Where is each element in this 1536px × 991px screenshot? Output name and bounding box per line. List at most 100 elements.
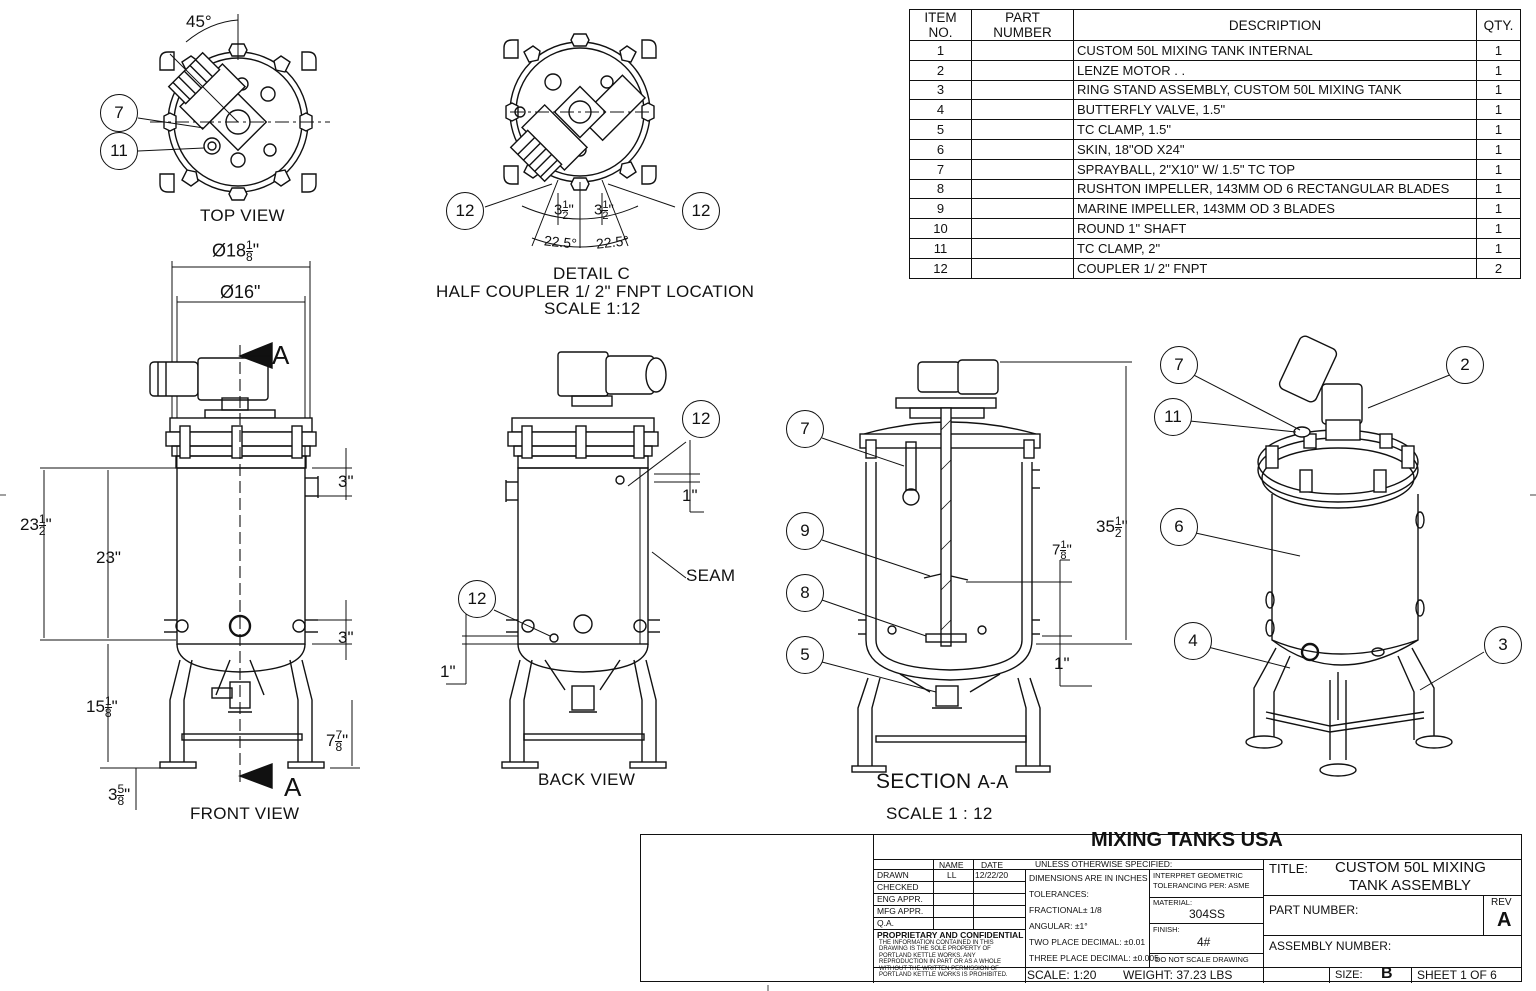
col-name-header: NAME: [939, 860, 964, 870]
balloon-7-iso: 7: [1160, 346, 1198, 384]
dim-coupler-offset-2: 1": [440, 662, 456, 681]
bom-cell-description: TC CLAMP, 2": [1073, 237, 1477, 259]
detail-c-scale: SCALE 1:12: [544, 299, 641, 318]
detail-c-label: DETAIL C: [553, 264, 631, 283]
tolerance-fractional: FRACTIONAL± 1/8: [1029, 905, 1102, 915]
bom-cell-part: [971, 198, 1074, 220]
bom-cell-item: 12: [909, 257, 972, 279]
section-aa-drawing: [821, 359, 1132, 773]
drawn-name: LL: [947, 870, 957, 880]
rev-value: A: [1497, 909, 1512, 931]
interpret-line-1: INTERPRET GEOMETRIC: [1153, 871, 1243, 880]
dim-section-impeller-whole: 7: [1052, 541, 1061, 559]
bom-cell-qty: 1: [1476, 237, 1521, 259]
dim-top-nozzle: 3": [338, 472, 354, 491]
balloon-11-top: 11: [100, 132, 138, 170]
bom-cell-part: [971, 79, 1074, 101]
back-view-label: BACK VIEW: [538, 770, 636, 789]
scale-value: SCALE: 1:20: [1027, 968, 1097, 982]
bom-cell-part: [971, 178, 1074, 200]
dim-section-impeller-den: 8: [1060, 550, 1067, 562]
bom-cell-item: 3: [909, 79, 972, 101]
dim-clearance-whole: 7: [326, 730, 336, 750]
dim-section-impeller-num: 1: [1060, 539, 1067, 551]
title-label: TITLE:: [1269, 861, 1309, 876]
finish-value: 4#: [1197, 935, 1211, 949]
dim-leg-height-whole: 15: [86, 696, 105, 716]
bom-row: 3 RING STAND ASSEMBLY, CUSTOM 50L MIXING …: [909, 79, 1521, 101]
dim-leg-height-num: 1: [104, 694, 112, 708]
bom-cell-description: SKIN, 18"OD X24": [1073, 138, 1477, 160]
bom-cell-qty: 1: [1476, 138, 1521, 160]
size-value: B: [1381, 965, 1393, 982]
do-not-scale: DO NOT SCALE DRAWING: [1155, 955, 1249, 964]
dim-detail-offset-left-whole: 3: [554, 201, 563, 219]
bom-cell-part: [971, 257, 1074, 279]
bom-cell-description: CUSTOM 50L MIXING TANK INTERNAL: [1073, 40, 1477, 61]
dim-outer-diameter-den: 8: [246, 250, 253, 264]
proprietary-line-5: WITHOUT THE WRITTEN PERMISSION OF: [879, 965, 999, 972]
bom-cell-part: [971, 119, 1074, 140]
proprietary-text: THE INFORMATION CONTAINED IN THIS DRAWIN…: [879, 940, 1008, 978]
dim-leg-height-den: 8: [104, 706, 112, 720]
proprietary-line-2: DRAWING IS THE SOLE PROPERTY OF: [879, 946, 991, 953]
bom-cell-item: 6: [909, 138, 972, 160]
dim-clearance-num: 7: [335, 728, 343, 742]
bom-header-item: ITEM NO.: [909, 9, 972, 41]
balloon-4-iso: 4: [1174, 622, 1212, 660]
balloon-7-section: 7: [786, 410, 824, 448]
bom-cell-description: SPRAYBALL, 2"X10" W/ 1.5" TC TOP: [1073, 158, 1477, 180]
dim-section-bottom: 1": [1054, 654, 1070, 673]
dim-detail-offset-right-den: 2: [602, 210, 609, 222]
balloon-9-section: 9: [786, 512, 824, 550]
bom-cell-description: RING STAND ASSEMBLY, CUSTOM 50L MIXING T…: [1073, 79, 1477, 101]
bom-cell-part: [971, 40, 1074, 61]
bom-cell-qty: 1: [1476, 79, 1521, 101]
balloon-5-section: 5: [786, 636, 824, 674]
material-label: MATERIAL:: [1153, 898, 1193, 907]
size-label: SIZE:: [1335, 969, 1363, 981]
bom-cell-part: [971, 99, 1074, 121]
section-scale: SCALE 1 : 12: [886, 804, 993, 823]
bom-header-part: PART NUMBER: [971, 9, 1074, 41]
dim-clearance-den: 8: [335, 740, 343, 754]
bom-cell-qty: 1: [1476, 119, 1521, 140]
material-value: 304SS: [1189, 907, 1226, 921]
bom-cell-item: 4: [909, 99, 972, 121]
top-view-drawing: [137, 14, 330, 201]
tolerances-label: TOLERANCES:: [1029, 889, 1089, 899]
dim-shell-height: 23": [96, 548, 121, 567]
balloon-12-detail-right: 12: [682, 192, 720, 230]
qa-label: Q.A.: [877, 918, 895, 928]
bom-cell-qty: 1: [1476, 198, 1521, 220]
balloon-7-top: 7: [100, 94, 138, 132]
bom-header-row: ITEM NO. PART NUMBER DESCRIPTION QTY.: [909, 9, 1521, 41]
balloon-11-iso: 11: [1154, 398, 1192, 436]
bom-cell-part: [971, 59, 1074, 81]
bom-cell-description: LENZE MOTOR . .: [1073, 59, 1477, 81]
proprietary-line-6: PORTLAND KETTLE WORKS IS PROHIBITED.: [879, 972, 1008, 979]
dim-overall-height-den: 2: [38, 524, 46, 538]
bom-row: 6 SKIN, 18"OD X24"1: [909, 138, 1521, 160]
bom-cell-description: BUTTERFLY VALVE, 1.5": [1073, 99, 1477, 121]
bom-cell-item: 2: [909, 59, 972, 81]
eng-appr-label: ENG APPR.: [877, 894, 923, 904]
col-date-header: DATE: [981, 860, 1004, 870]
rev-label: REV: [1491, 897, 1512, 908]
bom-cell-item: 1: [909, 40, 972, 61]
tolerance-two-place: TWO PLACE DECIMAL: ±0.01: [1029, 937, 1146, 947]
dim-detail-offset-right-num: 1: [602, 199, 609, 211]
balloon-12-detail-left: 12: [446, 192, 484, 230]
drawing-title-line-2: TANK ASSEMBLY: [1349, 877, 1471, 894]
